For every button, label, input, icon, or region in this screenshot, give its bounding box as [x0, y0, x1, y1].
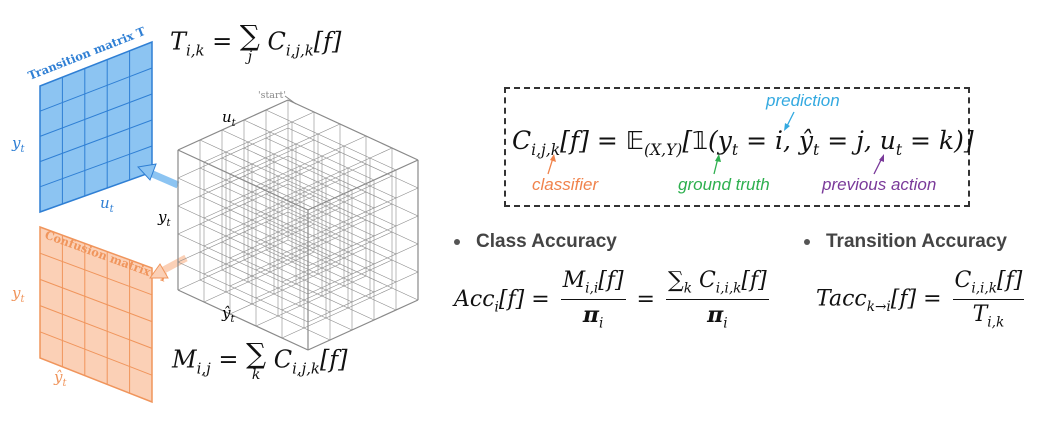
- classifier-arrow-icon: [547, 154, 556, 175]
- cube-start-label: 'start': [258, 90, 286, 101]
- cube-yhat-label: ŷt: [221, 304, 235, 325]
- cube-u-label: ut: [222, 108, 237, 129]
- previous-action-annotation: previous action: [822, 175, 937, 194]
- previous-action-arrow-icon: [873, 154, 884, 175]
- confusion-yhat-axis-label: ŷt: [53, 368, 67, 389]
- ground-truth-arrow-icon: [713, 154, 721, 175]
- transition-y-axis-label: yt: [11, 134, 25, 155]
- class-accuracy-heading: Class Accuracy: [454, 231, 617, 253]
- transition-u-axis-label: ut: [100, 194, 115, 215]
- definition-box: [504, 87, 970, 207]
- joint-count-equation: Ci,j,k[f] = 𝔼(X,Y)[𝟙(yt = i, ŷt = j, ut …: [512, 126, 974, 159]
- prediction-annotation: prediction: [766, 91, 840, 110]
- ground-truth-annotation: ground truth: [678, 175, 770, 194]
- transition-sum-equation: Ti,k = ∑ j Ci,j,k[f]: [170, 19, 342, 65]
- transition-accuracy-equation: Tacck→i[f] = Ci,i,k[f]Ti,k: [816, 268, 1025, 331]
- cube-start-arrow-icon: [284, 95, 297, 105]
- confusion-matrix: [39, 225, 153, 404]
- transition-accuracy-heading: Transition Accuracy: [804, 231, 1007, 253]
- class-accuracy-equation: Acci[f] = Mi,i[f]πi = ∑k Ci,i,k[f]πi: [454, 268, 769, 332]
- count-cube: [177, 99, 419, 351]
- cube-y-label: yt: [157, 208, 171, 229]
- arrow-to-transition-icon: [137, 163, 180, 189]
- confusion-y-axis-label: yt: [11, 284, 25, 305]
- prediction-arrow-icon: [784, 111, 795, 131]
- confusion-sum-equation: Mi,j = ∑ k Ci,j,k[f]: [172, 337, 348, 383]
- classifier-annotation: classifier: [532, 175, 599, 194]
- matrix-cube-illustration: Transition matrix T yt ut Confusion matr…: [11, 24, 419, 404]
